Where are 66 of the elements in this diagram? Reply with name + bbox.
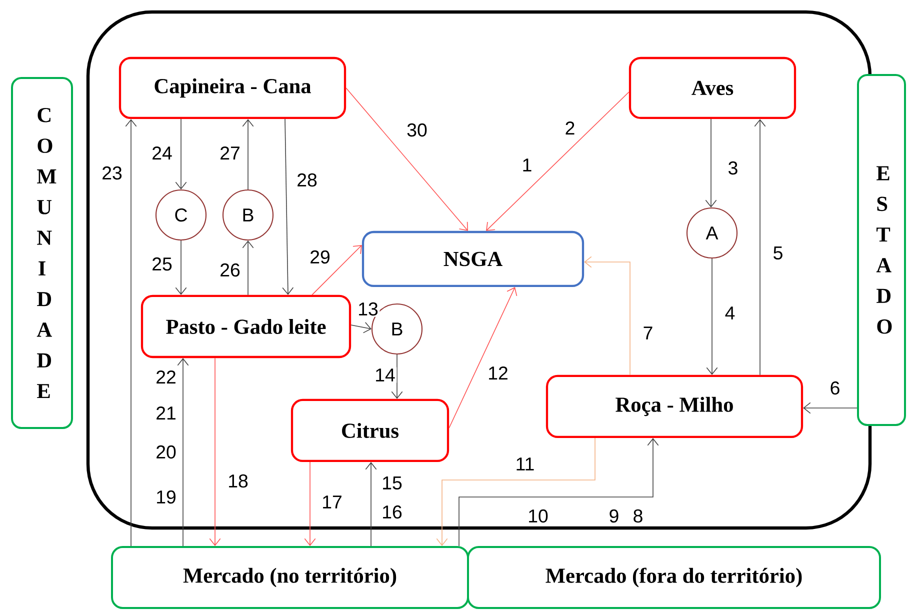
number-label: 22 xyxy=(156,370,176,384)
circle-node: C xyxy=(155,189,207,241)
arrow xyxy=(705,118,717,208)
process-box: Pasto - Gado leite xyxy=(140,294,352,358)
arrow xyxy=(304,462,316,546)
edge-label: 24 xyxy=(150,145,174,161)
arrow xyxy=(486,92,630,231)
edge-label: 29 xyxy=(308,249,332,265)
number-label: 16 xyxy=(383,505,402,519)
arrow xyxy=(391,354,403,399)
process-box: Citrus xyxy=(290,398,450,462)
process-box: Aves xyxy=(628,56,796,120)
edge-label: 23 xyxy=(100,165,124,181)
number-label: 1 xyxy=(523,158,532,172)
edge-label: 27 xyxy=(218,145,242,161)
edge-label: 11 xyxy=(514,456,536,472)
number-label: 21 xyxy=(156,406,176,420)
edge-label: 28 xyxy=(295,172,319,188)
arrow xyxy=(803,402,858,414)
edge-label: 25 xyxy=(150,256,174,272)
arrow xyxy=(458,438,659,546)
edge-label: 18 xyxy=(226,473,250,489)
edge-label: 13 xyxy=(356,301,380,317)
number-label: 10 xyxy=(529,509,548,523)
arrow xyxy=(175,240,187,295)
number-label: 9 xyxy=(610,509,618,523)
edge-label: 17 xyxy=(320,494,344,510)
edge-label: 26 xyxy=(218,262,242,278)
edge-label: 12 xyxy=(486,365,510,381)
arrow xyxy=(346,88,468,231)
arrow xyxy=(706,258,718,375)
arrow xyxy=(282,118,294,295)
edge-label: 3 xyxy=(726,160,740,176)
edge-label: 5 xyxy=(771,245,785,261)
process-box: Capineira - Cana xyxy=(118,56,346,120)
circle-node: B xyxy=(222,189,274,241)
arrow xyxy=(242,240,254,296)
edge-label: 19 xyxy=(154,489,178,505)
arrow xyxy=(175,118,187,190)
arrow xyxy=(312,245,362,296)
arrow xyxy=(209,358,221,546)
edge-label: 30 xyxy=(405,122,429,138)
arrow xyxy=(584,256,630,376)
arrow xyxy=(350,322,372,334)
market-box: Mercado (no território) xyxy=(111,546,469,609)
arrow xyxy=(125,119,137,546)
number-label: 20 xyxy=(156,445,176,459)
edge-label: 4 xyxy=(723,305,737,321)
arrow xyxy=(365,462,377,546)
process-box: Roça - Milho xyxy=(546,374,804,438)
arrow xyxy=(242,119,254,190)
edge-label: 6 xyxy=(828,380,842,396)
circle-node: A xyxy=(686,207,738,259)
edge-label: 2 xyxy=(563,120,577,136)
process-box: NSGA xyxy=(362,230,584,288)
edge-label: 14 xyxy=(373,367,397,383)
side-panel: C O M U N I D A D E xyxy=(11,77,73,429)
side-panel: E S T A D O xyxy=(857,74,906,426)
arrow xyxy=(436,438,596,546)
arrow xyxy=(754,119,766,376)
market-box: Mercado (fora do território) xyxy=(467,546,881,609)
edge-label: 15 xyxy=(380,475,404,491)
arrow xyxy=(177,358,189,546)
arrow xyxy=(448,287,518,428)
edge-label: 7 xyxy=(641,325,655,341)
edge-label: 8 xyxy=(631,508,645,524)
